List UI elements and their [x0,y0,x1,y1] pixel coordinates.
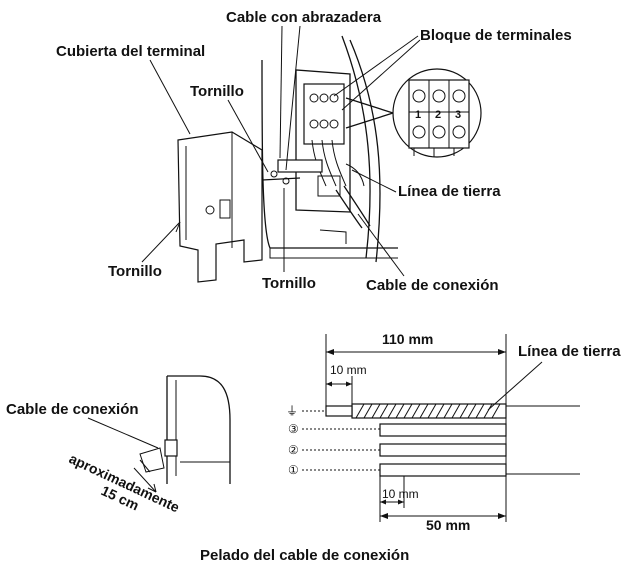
unit-body-drawing [261,35,398,263]
wire-marker-3: ③ [288,422,299,436]
label-ground-line-bottom: Línea de tierra [518,343,621,360]
terminal-cover-drawing [177,131,263,283]
dim-50mm: 50 mm [426,517,470,533]
unit-side-drawing [87,375,231,493]
leader-lines-top [141,25,421,277]
terminal-number-1: 1 [415,109,421,121]
dim-10mm-top: 10 mm [330,363,367,377]
label-terminal-cover: Cubierta del terminal [56,43,205,60]
label-screw-top: Tornillo [190,83,244,100]
wire-marker-1: ① [288,463,299,477]
dim-110mm: 110 mm [382,331,433,347]
caption: Pelado del cable de conexión [200,547,409,564]
wire-marker-2: ② [288,443,299,457]
label-ground-line-top: Línea de tierra [398,183,501,200]
terminal-number-2: 2 [435,109,441,121]
label-terminal-block: Bloque de terminales [420,27,572,44]
stripping-diagram [302,334,580,522]
dim-10mm-bottom: 10 mm [382,487,419,501]
label-screw-left: Tornillo [108,263,162,280]
label-connection-cable-top: Cable de conexión [366,277,499,294]
wire-marker-ground: ⏚ [286,404,298,418]
label-cable-clamp: Cable con abrazadera [226,9,382,26]
terminal-number-3: 3 [455,109,461,121]
label-connection-cable-bottom: Cable de conexión [6,401,139,418]
terminal-block-detail: 1 2 3 [345,68,482,158]
label-screw-bottom: Tornillo [262,275,316,292]
